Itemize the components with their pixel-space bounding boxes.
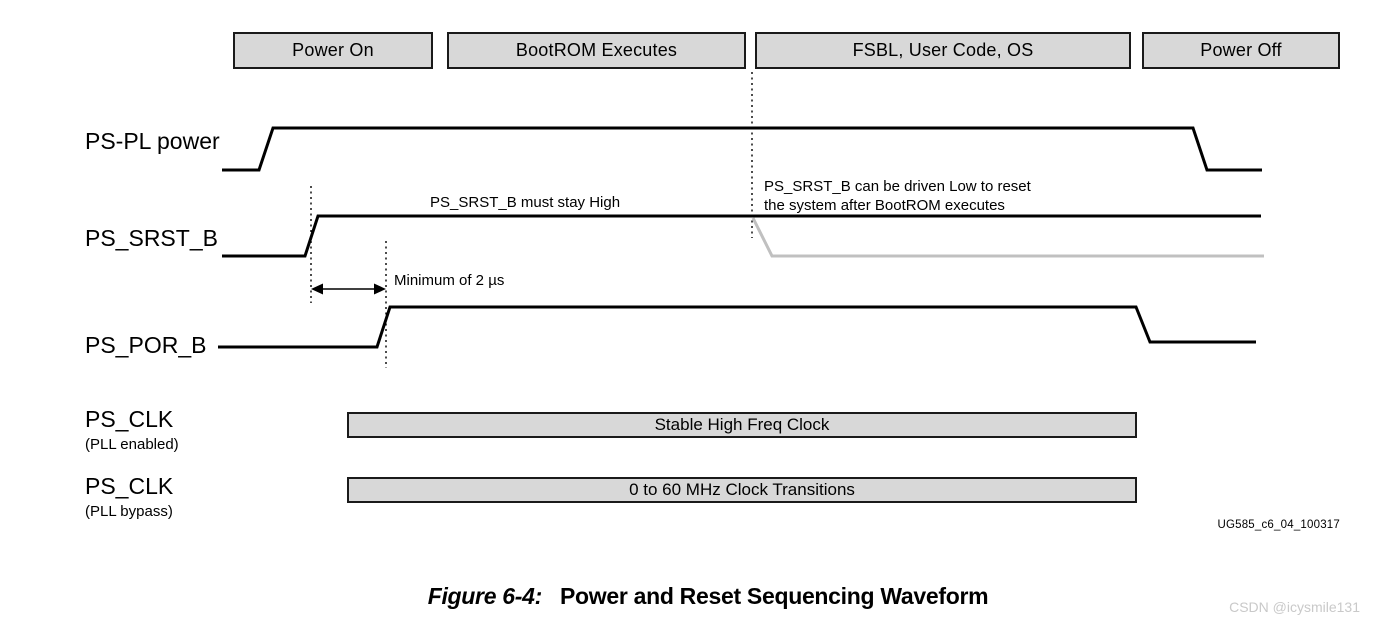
figure-caption-title: Power and Reset Sequencing Waveform xyxy=(559,583,989,609)
signal-label-ps-por-b: PS_POR_B xyxy=(85,332,207,358)
clock-bar-0-60mhz-label: 0 to 60 MHz Clock Transitions xyxy=(629,480,855,499)
clock-bar-stable-high-freq-label: Stable High Freq Clock xyxy=(654,415,830,434)
figure-caption: Figure 6-4: Power and Reset Sequencing Wa… xyxy=(0,583,1382,610)
doc-reference-code: UG585_c6_04_100317 xyxy=(1217,519,1340,531)
ps-srst-b-driven-low-waveform xyxy=(751,217,1264,258)
phase-label-power-on: Power On xyxy=(292,40,374,60)
csdn-watermark: CSDN @icysmile131 xyxy=(1229,599,1360,615)
signal-label-ps-clk-pll-bypass: PS_CLK xyxy=(85,473,174,499)
phase-label-bootrom-executes: BootROM Executes xyxy=(515,40,678,60)
note-minimum-2us: Minimum of 2 µs xyxy=(394,272,505,289)
ps-srst-b-waveform xyxy=(222,214,1261,258)
signal-sublabel-pll-enabled: (PLL enabled) xyxy=(85,436,179,453)
phase-label-power-off: Power Off xyxy=(1200,40,1282,60)
signal-label-ps-clk-pll-enabled: PS_CLK xyxy=(85,406,174,432)
phase-box-fsbl-user-code-os: FSBL, User Code, OS xyxy=(755,32,1131,69)
phase-label-fsbl-user-code-os: FSBL, User Code, OS xyxy=(852,40,1034,60)
clock-bar-0-60mhz: 0 to 60 MHz Clock Transitions xyxy=(347,477,1137,503)
signal-sublabel-pll-bypass: (PLL bypass) xyxy=(85,503,173,520)
phase-box-power-off: Power Off xyxy=(1142,32,1340,69)
signal-label-ps-srst-b: PS_SRST_B xyxy=(85,225,218,251)
note-srst-driven-low-line1: PS_SRST_B can be driven Low to reset xyxy=(764,178,1031,195)
phase-box-power-on: Power On xyxy=(233,32,433,69)
min-delay-arrowhead-left xyxy=(311,283,323,295)
clock-bar-stable-high-freq: Stable High Freq Clock xyxy=(347,412,1137,438)
ps-pl-power-waveform xyxy=(222,126,1262,172)
signal-label-ps-pl-power: PS-PL power xyxy=(85,128,220,154)
ps-por-b-waveform xyxy=(218,305,1256,349)
note-srst-driven-low-line2: the system after BootROM executes xyxy=(764,197,1005,214)
note-srst-driven-low: PS_SRST_B can be driven Low to reset the… xyxy=(764,177,1031,215)
min-delay-arrowhead-right xyxy=(374,283,386,295)
phase-box-bootrom-executes: BootROM Executes xyxy=(447,32,746,69)
figure-caption-label: Figure 6-4: xyxy=(427,583,543,609)
note-srst-must-stay-high: PS_SRST_B must stay High xyxy=(430,194,621,211)
